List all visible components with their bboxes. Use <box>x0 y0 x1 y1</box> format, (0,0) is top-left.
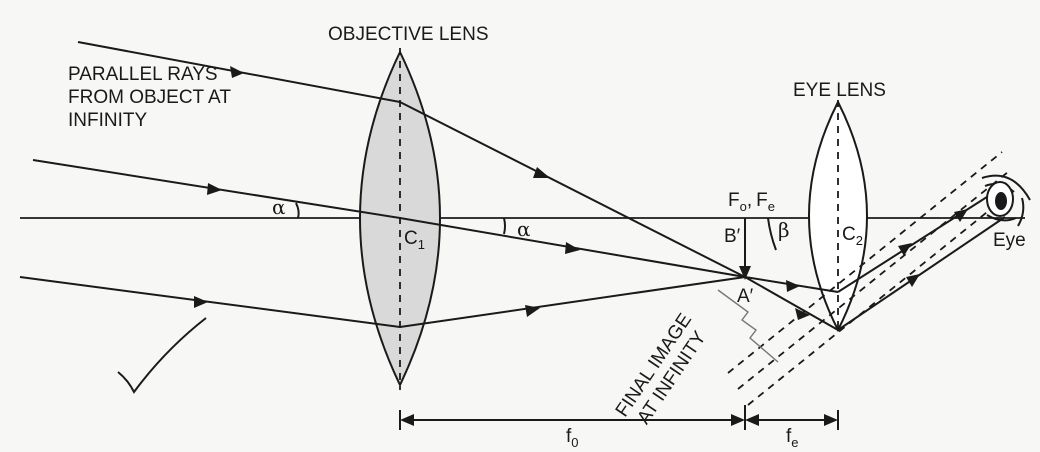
refracted-ray-top <box>399 101 746 278</box>
alpha-left-label: α <box>272 195 286 219</box>
image-arrow-head <box>739 266 751 280</box>
arrow-to-eye-lens-lower <box>795 308 810 320</box>
arrow-emergent-upper <box>898 243 912 256</box>
angle-alpha-left-arc <box>295 202 300 219</box>
alpha-right-label: α <box>517 217 531 241</box>
arrow-refracted-middle <box>565 242 580 254</box>
c1-label: C1 <box>404 228 425 252</box>
objective-lens-label: OBJECTIVE LENS <box>328 24 489 45</box>
arrow-emergent-lower <box>906 274 920 287</box>
a-prime-label: A′ <box>737 286 754 307</box>
final-image-label: FINAL IMAGE AT INFINITY <box>612 310 711 428</box>
virtual-ray-lower <box>747 191 1013 406</box>
refracted-ray-bottom <box>399 276 746 328</box>
angle-beta-arc <box>767 217 777 251</box>
angle-alpha-right-arc <box>503 217 506 235</box>
virtual-ray-upper <box>727 151 1003 374</box>
parallel-rays-label-line-3: INFINITY <box>68 110 147 131</box>
arrow-refracted-bottom <box>525 305 540 317</box>
check-mark <box>117 317 207 394</box>
arrow-incident-middle <box>207 183 222 195</box>
arrow-incident-bottom <box>194 296 208 308</box>
arrow-refracted-top <box>533 167 550 178</box>
focus-label: Fo,Fe <box>728 190 775 214</box>
arrow-emergent-upper-2 <box>954 209 968 222</box>
eye-lens-label: EYE LENS <box>793 80 886 101</box>
eye-label: Eye <box>993 230 1026 251</box>
dimension-f0 <box>399 405 746 430</box>
eye-illustration <box>981 174 1031 227</box>
c2-label: C2 <box>842 224 863 248</box>
dimension-fe <box>745 410 839 430</box>
beta-label: β <box>778 218 790 242</box>
b-prime-label: B′ <box>724 226 741 247</box>
final-image-brace <box>717 289 779 363</box>
emergent-ray-lower <box>837 216 1006 331</box>
arrow-incident-top <box>230 66 244 78</box>
parallel-rays-label-line-2: FROM OBJECT AT <box>68 87 231 108</box>
parallel-rays-label-line-1: PARALLEL RAYS <box>68 64 218 85</box>
f0-label: f0 <box>566 426 579 450</box>
incident-ray-bottom <box>19 276 401 328</box>
virtual-ray-middle <box>737 171 1009 390</box>
arrow-to-eye-lens <box>786 280 800 292</box>
fe-label: fe <box>786 426 799 450</box>
